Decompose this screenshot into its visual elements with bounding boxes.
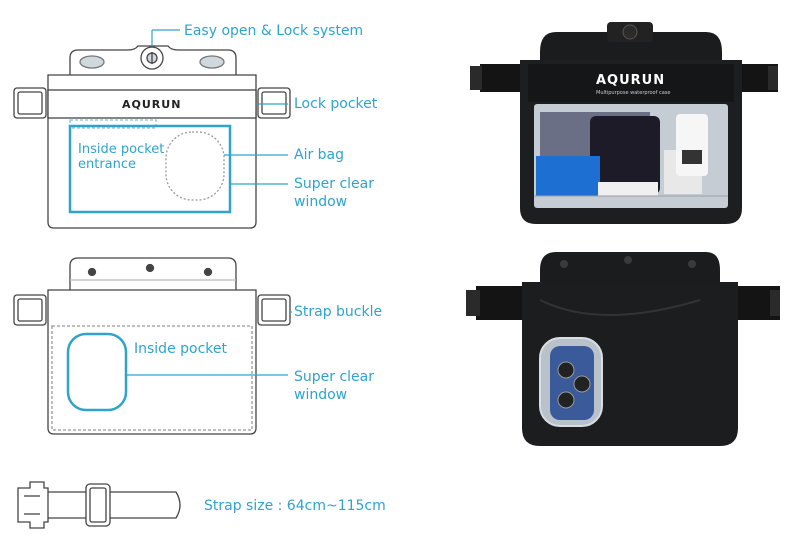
inside-pocket-window-outline xyxy=(66,332,128,412)
bottle-in-window xyxy=(676,114,708,176)
front-bag-photo xyxy=(470,22,778,224)
flap-tab-left xyxy=(79,55,105,69)
back-dashed-panel xyxy=(51,325,253,431)
lock-pocket-label: Lock pocket xyxy=(294,96,378,112)
air-bag-label: Air bag xyxy=(294,147,345,163)
back-bag-flap xyxy=(540,252,720,282)
back-body-outline xyxy=(47,289,257,435)
strap-slider xyxy=(85,483,111,527)
flap-tab-right xyxy=(199,55,225,69)
brand-tagline-photo: Multipurpose waterproof case xyxy=(596,90,670,96)
left-strap-stub xyxy=(13,87,47,119)
back-view-diagram xyxy=(13,257,291,435)
inside-pocket-entrance-outline xyxy=(69,119,157,129)
brand-logo-top: AQURUN xyxy=(122,98,181,111)
rivet-left xyxy=(87,267,97,277)
inside-pocket-entrance-label: Inside pocket entrance xyxy=(78,142,164,172)
strap-diagram xyxy=(17,481,181,529)
super-clear-window-top-label: Super clear window xyxy=(294,175,374,211)
super-clear-window-bottom-line-1: Super clear xyxy=(294,369,375,385)
clear-window-outline xyxy=(68,124,232,214)
camera-lens-icon xyxy=(557,361,575,379)
strap-band xyxy=(48,491,181,519)
inside-pocket-entrance-line-2: entrance xyxy=(78,157,137,172)
brand-logo-photo: AQURUN xyxy=(596,73,665,88)
back-flap-outline xyxy=(69,257,237,290)
super-clear-window-top-line-2: window xyxy=(294,194,348,210)
front-strap-left xyxy=(480,64,522,92)
easy-open-lock-label: Easy open & Lock system xyxy=(184,23,364,39)
right-strap-stub xyxy=(257,87,291,119)
back-bag-photo xyxy=(466,252,780,446)
left-buckle-outline xyxy=(13,294,47,326)
air-bag-outline xyxy=(165,131,225,201)
strap-buckle-label: Strap buckle xyxy=(294,304,383,320)
top-flap-outline xyxy=(69,45,237,75)
back-strap-left xyxy=(476,286,522,320)
front-bag-flap xyxy=(540,32,722,60)
lock-band xyxy=(47,89,257,119)
super-clear-window-bottom-line-2: window xyxy=(294,387,348,403)
right-buckle-outline xyxy=(257,294,291,326)
inside-pocket-label: Inside pocket xyxy=(134,341,227,357)
phone-in-window xyxy=(590,116,660,194)
rivet-center xyxy=(145,263,155,273)
strap-size-label: Strap size : 64cm~115cm xyxy=(204,498,386,514)
rivet-right xyxy=(203,267,213,277)
front-view-diagram xyxy=(13,45,291,229)
strap-buckle-end-icon xyxy=(17,481,49,529)
super-clear-window-top-line-1: Super clear xyxy=(294,176,375,192)
super-clear-window-bottom-label: Super clear window xyxy=(294,368,374,404)
inside-pocket-entrance-line-1: Inside pocket xyxy=(78,142,165,157)
